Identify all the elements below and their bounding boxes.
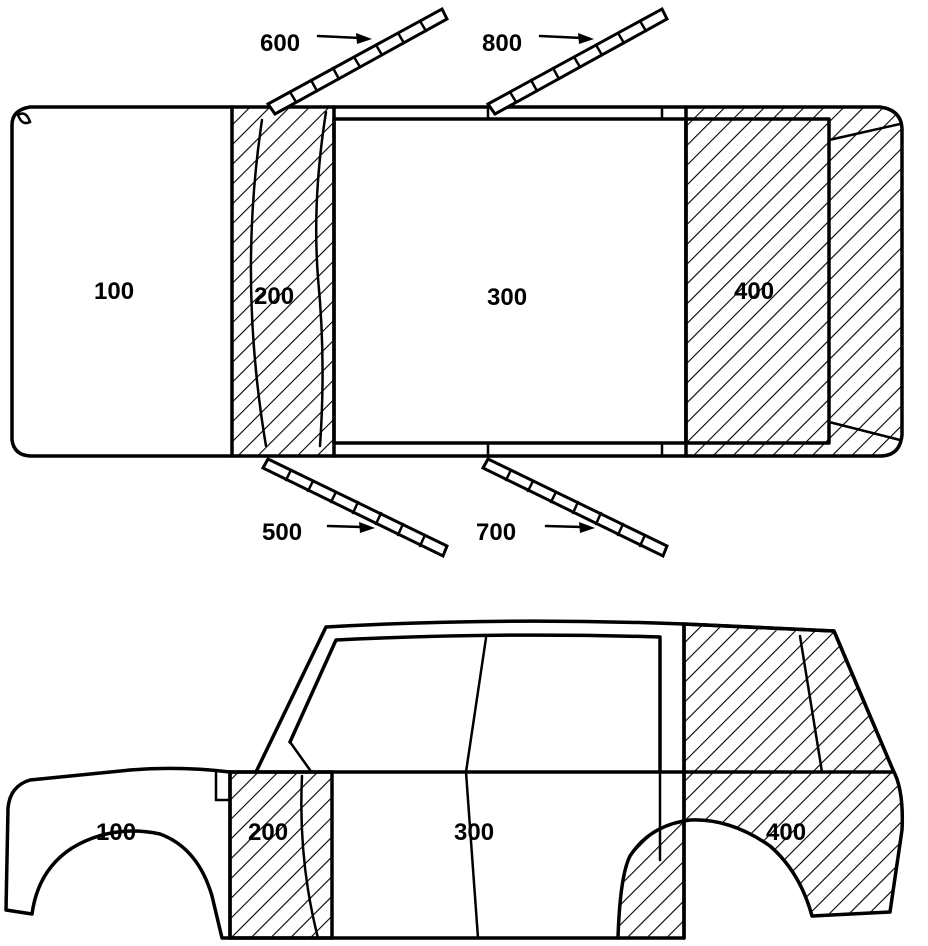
label-500: 500 [262,519,302,546]
door-700 [480,457,669,559]
label-side-100: 100 [96,819,136,846]
label-side-400: 400 [766,819,806,846]
leader-arrow-600 [316,33,372,44]
a-pillar-notch [288,740,312,772]
mirror-tab [214,770,232,802]
door-800 [485,6,669,116]
rear-roof-edge-top [827,122,902,142]
label-700: 700 [476,519,516,546]
side-region-100 [4,766,232,940]
rear-roof-panel [684,117,831,445]
label-top-400: 400 [734,278,774,305]
window-frame [288,633,662,774]
top-region-100 [10,105,234,458]
label-top-200: 200 [254,283,294,310]
label-800: 800 [482,30,522,57]
greenhouse-outline [254,619,895,774]
door-500 [260,457,449,559]
top-view: 100 200 300 400 600 800 500 700 [10,6,904,559]
top-region-400 [684,105,904,458]
rear-window-divider [798,634,824,774]
windshield-curve-rear [314,110,328,448]
leader-arrow-500 [326,522,375,533]
top-region-300 [332,117,688,445]
side-view: 100 200 300 400 [4,619,905,940]
label-top-100: 100 [94,278,134,305]
windshield-curve-front [249,118,268,448]
label-side-300: 300 [454,819,494,846]
b-pillar-line [464,636,488,774]
leader-arrow-800 [538,33,594,44]
label-600: 600 [260,30,300,57]
leader-arrow-700 [544,522,595,533]
label-side-200: 200 [248,819,288,846]
side-region-400 [616,622,905,940]
door-seam-line [464,770,480,940]
label-top-300: 300 [487,284,527,311]
rear-roof-edge-bottom [827,420,902,442]
hood-corner-detail [16,112,32,125]
front-pillar-seam [300,774,320,940]
door-600 [265,6,449,116]
side-region-200 [228,770,334,940]
